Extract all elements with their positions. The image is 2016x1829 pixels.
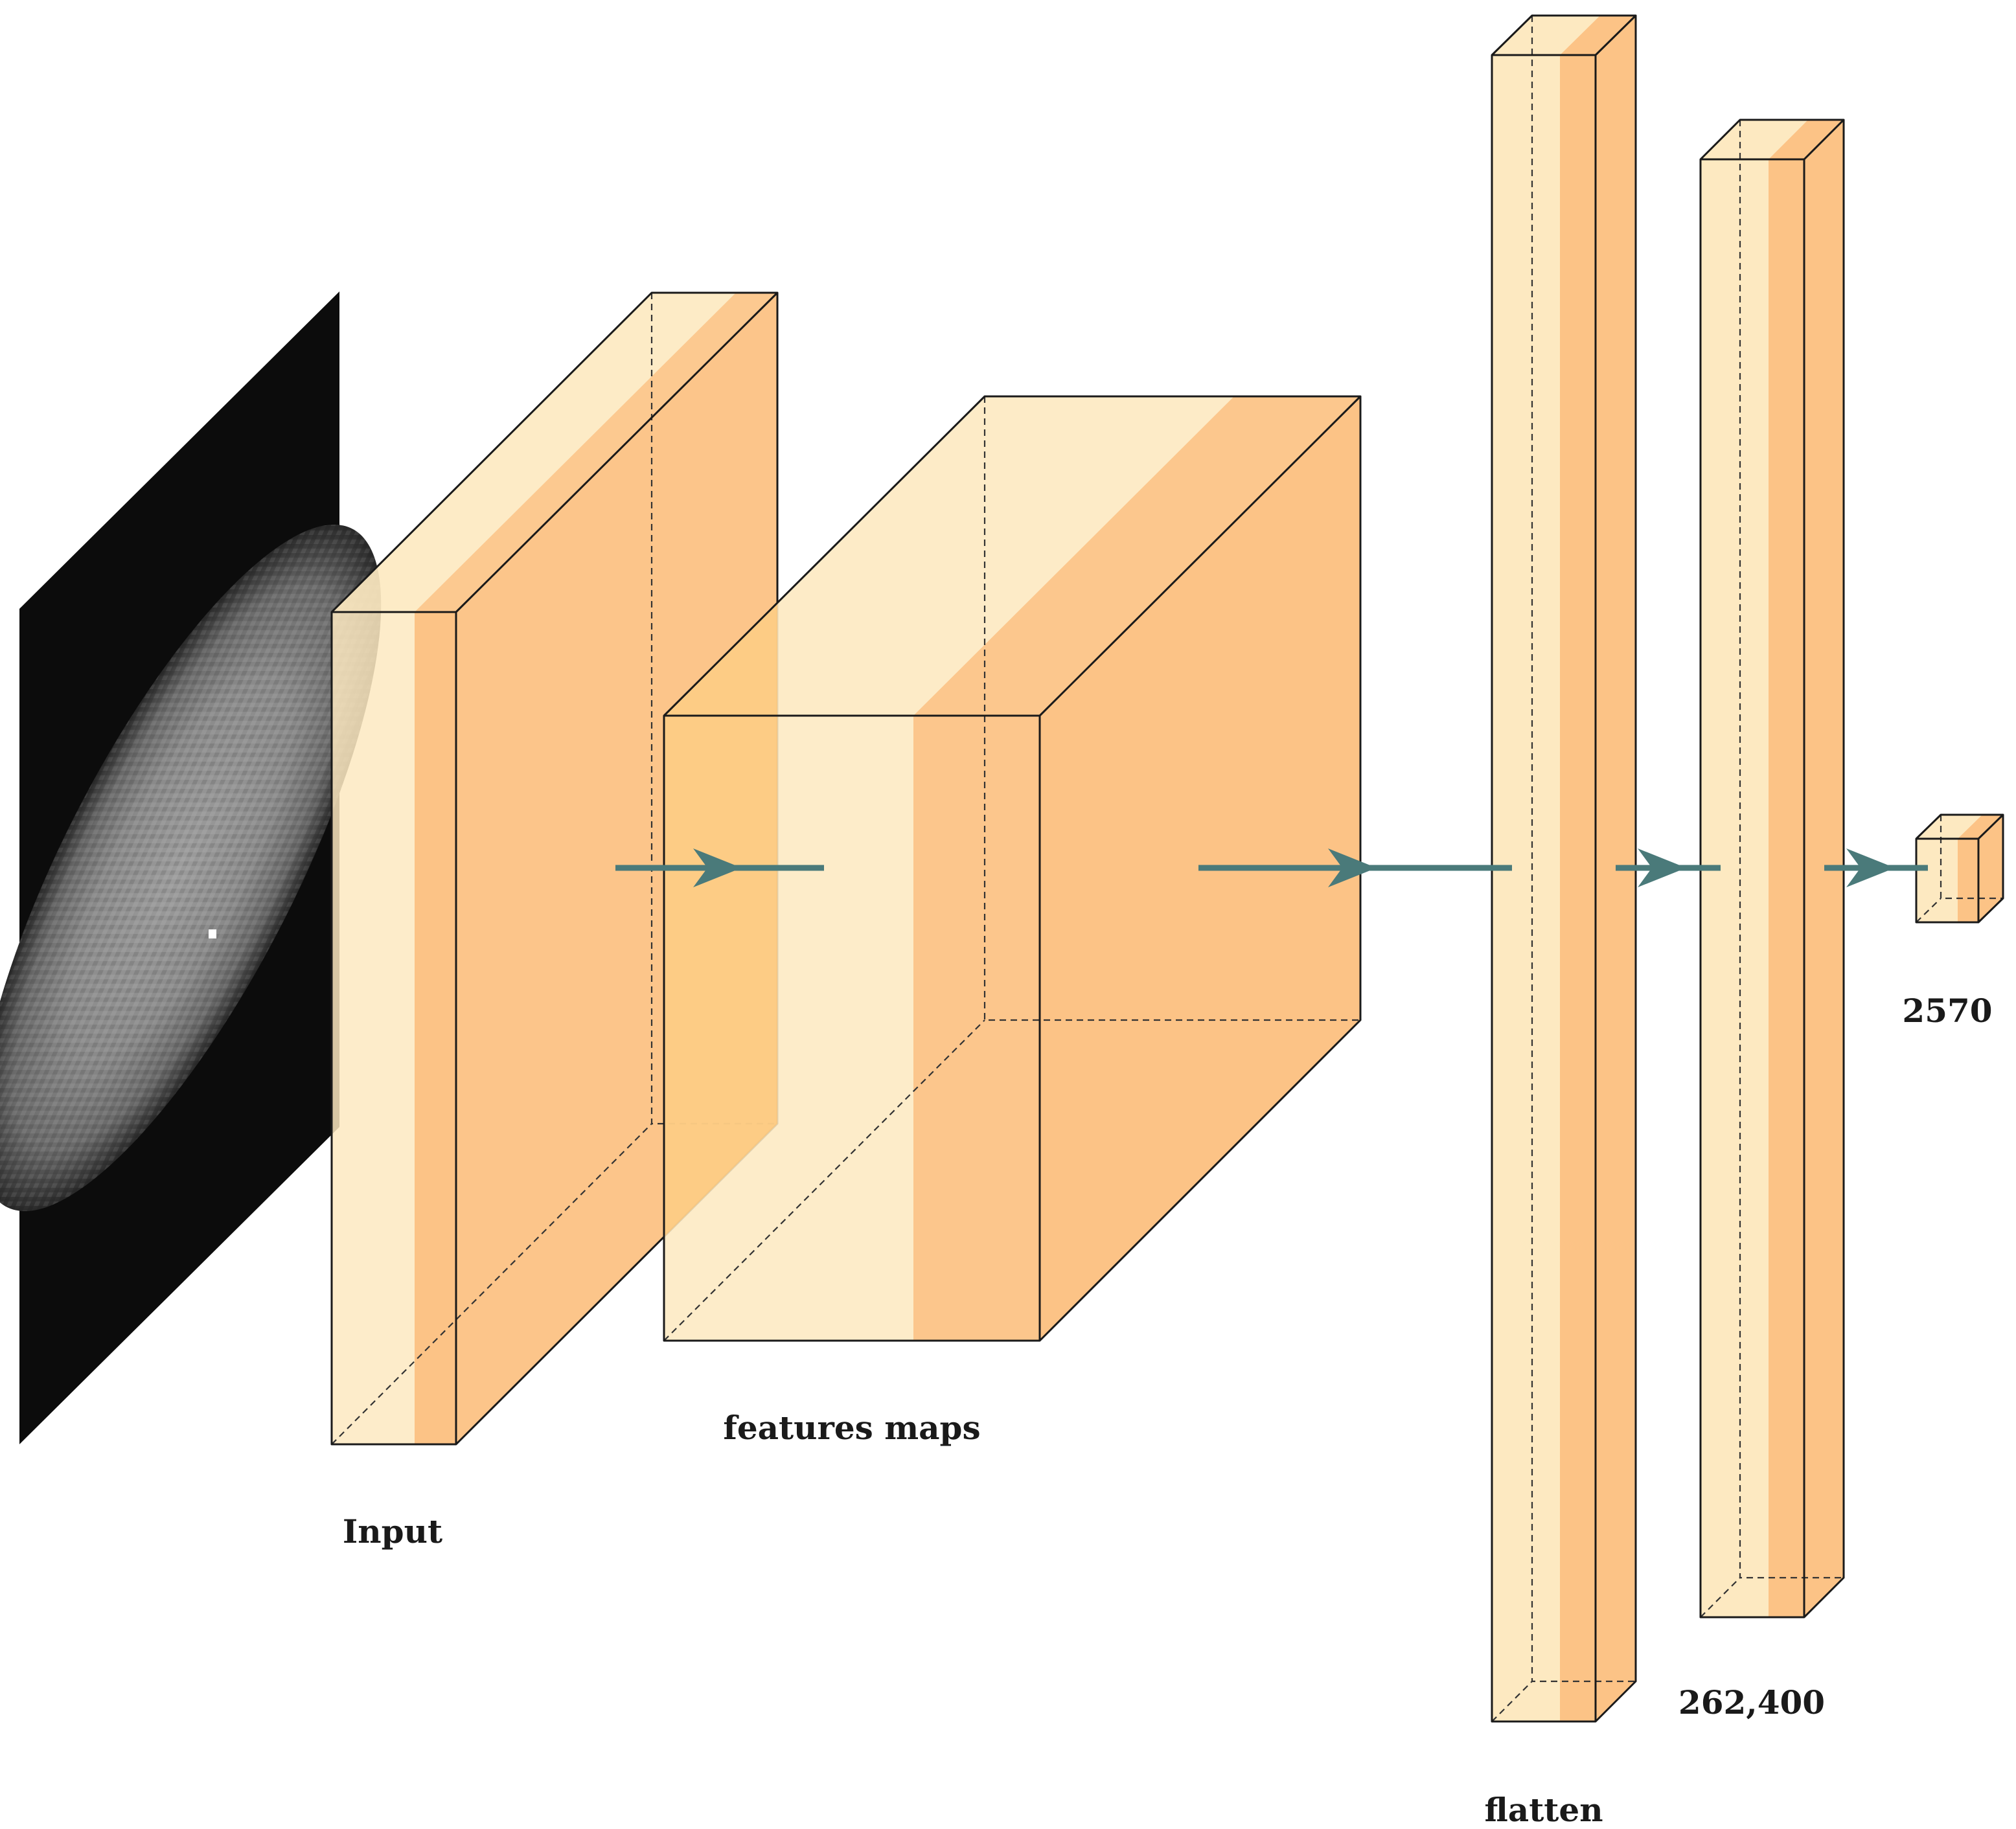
flow-arrow-1: [615, 848, 824, 887]
arrow-head-icon: [693, 848, 742, 887]
arrow-head-icon: [1638, 848, 1686, 887]
output-size-label: 2570: [1902, 992, 1992, 1030]
flow-arrow-4: [1824, 848, 1928, 887]
flatten-block: [1491, 14, 1637, 1723]
arrow-head-icon: [1846, 848, 1895, 887]
output-block: [1915, 813, 2004, 924]
flow-arrow-3: [1616, 848, 1721, 887]
dense-size-label: 262,400: [1678, 1683, 1825, 1721]
flatten-label: flatten: [1484, 1791, 1603, 1829]
input-image: [0, 291, 382, 1444]
dense-block: [1699, 119, 1845, 1619]
input-label: Input: [343, 1512, 442, 1551]
arrow-head-icon: [1328, 848, 1377, 887]
features-maps-label: features maps: [723, 1409, 980, 1447]
flow-arrow-2: [1198, 848, 1512, 887]
